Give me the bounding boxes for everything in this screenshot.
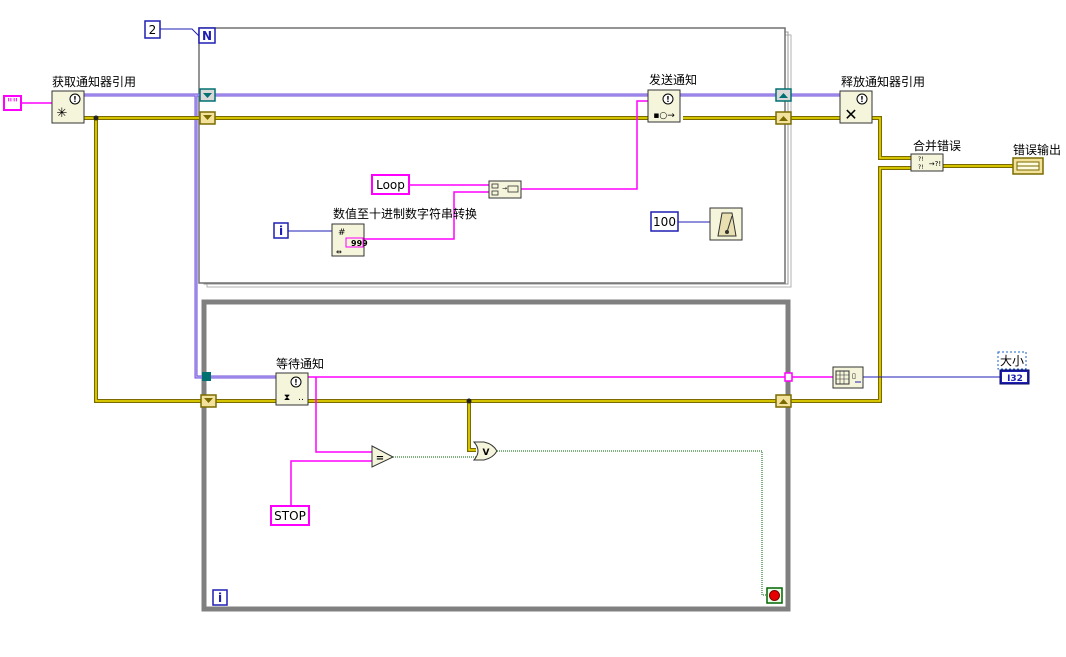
number-to-decimal-string-node[interactable]: 数值至十进制数字符串转换 # 999 ⇹ [331, 206, 477, 257]
svg-text:STOP: STOP [274, 509, 306, 523]
wait-ms-node[interactable] [709, 207, 743, 241]
svg-text:!: ! [73, 95, 77, 104]
for-loop-error-shift-register-right[interactable] [775, 111, 792, 125]
wait-on-notification-node[interactable]: 等待通知 ! ⧗ ‥ [275, 357, 324, 406]
svg-text:?!: ?! [918, 156, 924, 163]
for-loop-refnum-shift-register-left[interactable] [199, 88, 216, 102]
svg-text:合并错误: 合并错误 [913, 138, 961, 153]
while-loop-error-shift-register-right[interactable] [775, 394, 792, 408]
svg-text:I32: I32 [1007, 374, 1023, 384]
svg-text:发送通知: 发送通知 [649, 72, 697, 87]
svg-text:⇹: ⇹ [336, 248, 342, 256]
error-out-indicator[interactable]: 错误输出 [1012, 142, 1061, 175]
stop-condition-terminal[interactable] [766, 587, 783, 604]
release-notifier-node[interactable]: 释放通知器引用 ! ✕ [839, 74, 925, 124]
while-loop-error-shift-register-left[interactable] [200, 394, 217, 408]
obtain-notifier-node[interactable]: 获取通知器引用 ! ✳ [51, 75, 136, 124]
asterisk-icon: ✳ [57, 106, 68, 121]
while-loop-iteration-terminal[interactable]: i [212, 589, 228, 606]
svg-text:#: # [338, 228, 346, 238]
boolean-wire [393, 450, 767, 596]
svg-text:!: ! [294, 378, 298, 387]
svg-text:2: 2 [149, 23, 157, 37]
while-loop[interactable] [201, 299, 791, 612]
size-indicator[interactable]: 大小 I32 [997, 351, 1030, 385]
for-loop[interactable] [198, 27, 792, 288]
concatenate-strings-node[interactable]: → [488, 180, 522, 199]
svg-text:100: 100 [653, 215, 676, 229]
svg-text:i: i [279, 224, 283, 238]
error-wire [84, 115, 1013, 452]
svg-text:错误输出: 错误输出 [1013, 142, 1061, 157]
svg-text:i: i [218, 591, 222, 605]
for-loop-iteration-terminal[interactable]: i [273, 222, 289, 239]
svg-text:获取通知器引用: 获取通知器引用 [52, 75, 136, 89]
hourglass-icon: ⧗ [284, 393, 290, 403]
svg-text:大小: 大小 [1000, 354, 1024, 368]
svg-text:N: N [202, 29, 212, 43]
svg-text:‥: ‥ [298, 393, 304, 403]
svg-text:▯: ▯ [852, 372, 856, 380]
equal-comparison-node[interactable]: = [371, 445, 395, 468]
stop-string-constant[interactable]: STOP [270, 505, 310, 526]
svg-text:▪○→: ▪○→ [653, 111, 675, 121]
svg-text:!: ! [860, 95, 864, 104]
wait-ms-constant[interactable]: 100 [650, 211, 679, 232]
numeric-wire [160, 28, 1000, 378]
svg-text:Loop: Loop [376, 178, 405, 192]
svg-text:→: → [502, 185, 507, 192]
for-loop-refnum-shift-register-right[interactable] [775, 88, 792, 102]
svg-text:"": "" [7, 96, 18, 110]
svg-text:999: 999 [351, 239, 368, 248]
svg-text:→?!: →?! [929, 160, 941, 168]
empty-string-constant[interactable]: "" [3, 95, 22, 111]
loop-count-constant[interactable]: 2 [144, 20, 161, 39]
while-loop-string-tunnel[interactable] [784, 372, 793, 382]
svg-text:数值至十进制数字符串转换: 数值至十进制数字符串转换 [333, 206, 477, 221]
svg-text:=: = [376, 453, 384, 464]
send-notification-node[interactable]: 发送通知 ! ▪○→ [647, 72, 697, 123]
svg-text:释放通知器引用: 释放通知器引用 [841, 74, 925, 89]
while-loop-refnum-tunnel[interactable] [202, 372, 211, 381]
for-loop-count-terminal[interactable]: N [198, 27, 216, 44]
svg-text:?!: ?! [918, 164, 924, 171]
svg-text:V: V [483, 448, 490, 458]
close-icon: ✕ [844, 105, 857, 124]
svg-text:!: ! [666, 95, 670, 104]
array-size-node[interactable]: ▯ [832, 366, 864, 389]
merge-errors-node[interactable]: 合并错误 ?! ?! →?! [910, 138, 961, 172]
or-node[interactable]: V [472, 441, 498, 461]
svg-text:等待通知: 等待通知 [276, 357, 324, 371]
for-loop-error-shift-register-left[interactable] [199, 111, 216, 125]
loop-string-constant[interactable]: Loop [371, 174, 410, 195]
